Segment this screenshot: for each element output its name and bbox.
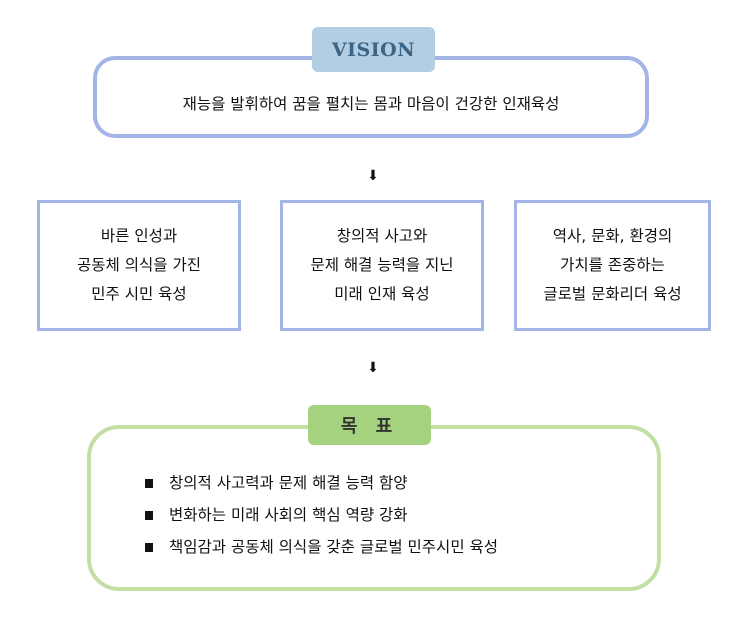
- goal-text: 창의적 사고력과 문제 해결 능력 함양: [169, 474, 408, 492]
- goal-item: 창의적 사고력과 문제 해결 능력 함양: [145, 467, 498, 499]
- aim-line: 창의적 사고와: [336, 227, 428, 245]
- aim-line: 가치를 존중하는: [560, 256, 665, 274]
- aim-line: 바른 인성과: [100, 227, 178, 245]
- aim-line: 글로벌 문화리더 육성: [543, 285, 682, 303]
- goal-label: 목 표: [308, 405, 431, 445]
- vision-label: VISION: [312, 27, 435, 72]
- goal-text: 변화하는 미래 사회의 핵심 역량 강화: [169, 506, 408, 524]
- bullet-icon: [145, 478, 153, 488]
- aim-line: 문제 해결 능력을 지닌: [310, 256, 454, 274]
- goal-text: 책임감과 공동체 의식을 갖춘 글로벌 민주시민 육성: [169, 538, 499, 556]
- down-arrow-icon: ⬇: [367, 168, 379, 184]
- aim-line: 역사, 문화, 환경의: [552, 227, 673, 245]
- goal-item: 변화하는 미래 사회의 핵심 역량 강화: [145, 499, 498, 531]
- goal-list: 창의적 사고력과 문제 해결 능력 함양 변화하는 미래 사회의 핵심 역량 강…: [145, 467, 498, 563]
- bullet-icon: [145, 542, 153, 552]
- down-arrow-icon: ⬇: [367, 360, 379, 376]
- aim-line: 공동체 의식을 가진: [77, 256, 201, 274]
- aim-line: 미래 인재 육성: [334, 285, 430, 303]
- vision-text: 재능을 발휘하여 꿈을 펼치는 몸과 마음이 건강한 인재육성: [182, 95, 560, 113]
- goal-item: 책임감과 공동체 의식을 갖춘 글로벌 민주시민 육성: [145, 531, 498, 563]
- bullet-icon: [145, 510, 153, 520]
- aim-line: 민주 시민 육성: [91, 285, 187, 303]
